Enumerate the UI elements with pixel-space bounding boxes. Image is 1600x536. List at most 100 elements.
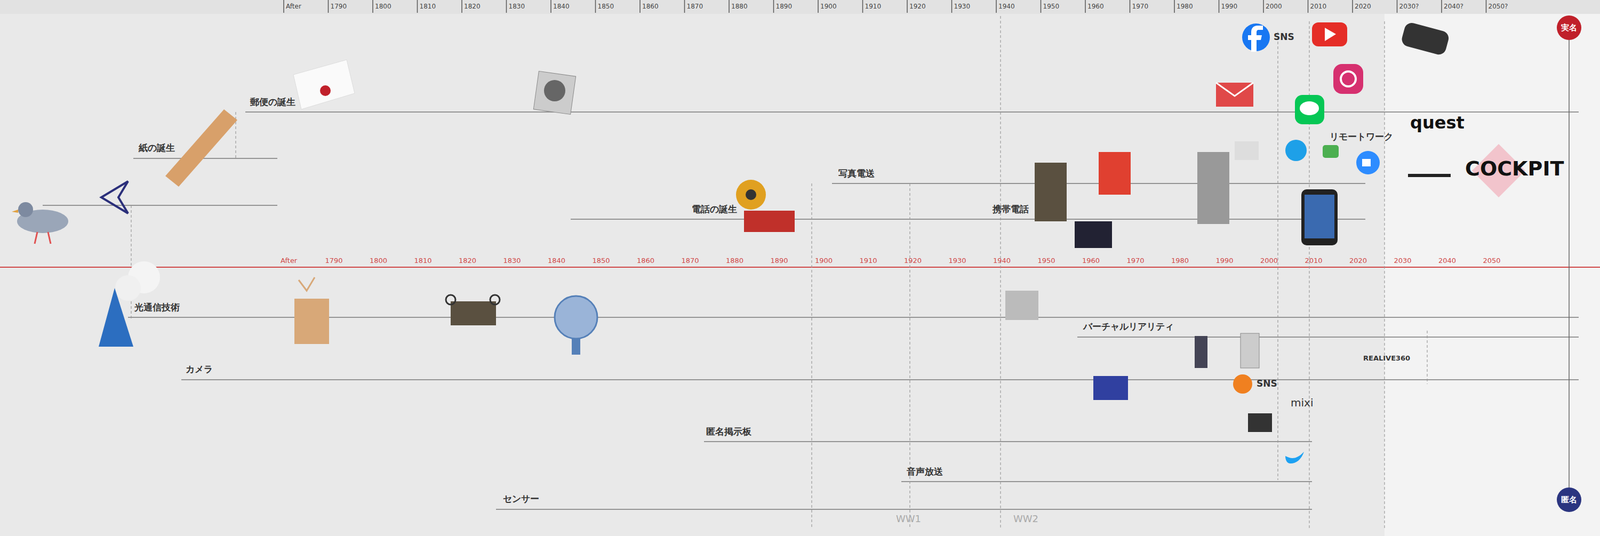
year-label: 1970 <box>1126 257 1145 266</box>
year-tick <box>1084 0 1086 13</box>
year-label: 1790 <box>325 257 343 266</box>
year-label: 1810 <box>414 257 432 266</box>
year-label: 2020 <box>1349 257 1367 266</box>
year-label: 1860 <box>636 257 655 266</box>
year-label: 2040 <box>1438 257 1456 266</box>
year-tick <box>728 0 730 13</box>
name-circle: 匿名 <box>1556 487 1582 512</box>
year-label: 1880 <box>725 257 744 266</box>
year-tick <box>461 0 463 13</box>
category-heading: SNS <box>1273 32 1295 43</box>
category-heading: 光通信技術 <box>134 302 180 314</box>
category-heading: センサー <box>502 493 540 505</box>
name-circle: 実名 <box>1556 15 1582 40</box>
year-tick <box>283 0 285 13</box>
category-heading: 郵便の誕生 <box>250 97 296 108</box>
year-tick <box>1441 0 1443 13</box>
year-label: 1810 <box>419 3 437 11</box>
year-tick <box>862 0 864 13</box>
category-heading: 紙の誕生 <box>138 142 175 154</box>
category-heading: リモートワーク <box>1329 131 1394 143</box>
year-label: 1910 <box>859 257 878 266</box>
year-label: 1840 <box>553 3 570 11</box>
year-label: 1850 <box>592 257 611 266</box>
year-label: 1960 <box>1087 3 1104 11</box>
year-tick <box>773 0 775 13</box>
category-heading: mixi <box>1290 396 1314 410</box>
year-tick <box>995 0 997 13</box>
year-label: 1920 <box>909 3 926 11</box>
year-tick <box>372 0 374 13</box>
category-heading: 音声放送 <box>906 466 943 478</box>
year-label: 2000 <box>1260 257 1278 266</box>
year-tick <box>1352 0 1354 13</box>
year-tick <box>684 0 686 13</box>
category-heading: 写真電送 <box>838 168 875 180</box>
year-tick <box>1218 0 1220 13</box>
category-heading: WW2 <box>1013 513 1039 525</box>
year-label: 1900 <box>820 3 837 11</box>
category-heading: 匿名掲示板 <box>706 426 752 438</box>
year-label: 1890 <box>770 257 789 266</box>
circle-label: 実名 <box>1561 22 1578 34</box>
year-label: 1800 <box>374 3 392 11</box>
year-label: 1860 <box>642 3 659 11</box>
year-label: 1930 <box>954 3 971 11</box>
year-label: 1870 <box>681 257 700 266</box>
category-heading: REALIVE360 <box>1363 354 1411 363</box>
year-tick <box>1307 0 1309 13</box>
year-label: 1910 <box>865 3 882 11</box>
year-label: 1960 <box>1082 257 1100 266</box>
year-label: 1900 <box>814 257 833 266</box>
year-label: 2010 <box>1305 257 1323 266</box>
year-label: 2050? <box>1488 3 1509 11</box>
category-heading: バーチャルリアリティ <box>1083 321 1174 333</box>
year-label: After <box>285 3 302 11</box>
year-label: 1820 <box>464 3 481 11</box>
year-label: 2040? <box>1443 3 1464 11</box>
year-label: 1820 <box>458 257 477 266</box>
year-label: 1890 <box>776 3 793 11</box>
year-tick <box>951 0 953 13</box>
year-label: 2030 <box>1394 257 1412 266</box>
year-label: 1980 <box>1176 3 1194 11</box>
year-tick <box>817 0 819 13</box>
year-label: 1880 <box>731 3 748 11</box>
year-tick <box>639 0 641 13</box>
year-tick <box>1485 0 1487 13</box>
year-label: 2000 <box>1265 3 1283 11</box>
year-label: After <box>280 257 298 266</box>
year-label: 1980 <box>1171 257 1189 266</box>
year-label: 1840 <box>547 257 566 266</box>
year-label: 1870 <box>686 3 704 11</box>
category-heading: カメラ <box>185 364 213 375</box>
circle-label: 匿名 <box>1561 494 1578 506</box>
year-tick <box>328 0 330 13</box>
year-tick <box>417 0 419 13</box>
year-tick <box>550 0 552 13</box>
year-label: 1970 <box>1132 3 1149 11</box>
year-label: 1950 <box>1043 3 1060 11</box>
year-label: 1830 <box>508 3 526 11</box>
year-label: 1940 <box>998 3 1015 11</box>
year-label: 1790 <box>330 3 348 11</box>
year-label: 1850 <box>597 3 615 11</box>
category-heading: quest <box>1410 113 1465 133</box>
year-label: 2010 <box>1310 3 1327 11</box>
year-tick <box>1129 0 1131 13</box>
year-label: 1990 <box>1216 257 1234 266</box>
year-tick <box>1173 0 1175 13</box>
category-heading: COCKPIT <box>1465 157 1564 181</box>
category-heading: SNS <box>1256 378 1278 390</box>
category-heading: 電話の誕生 <box>691 204 738 215</box>
year-label: 1800 <box>369 257 388 266</box>
year-tick <box>1040 0 1042 13</box>
year-label: 1830 <box>503 257 522 266</box>
year-label: 2020 <box>1354 3 1372 11</box>
year-label: 1940 <box>993 257 1011 266</box>
axis-connector <box>1568 40 1570 488</box>
year-tick <box>906 0 908 13</box>
year-label: 1920 <box>904 257 922 266</box>
